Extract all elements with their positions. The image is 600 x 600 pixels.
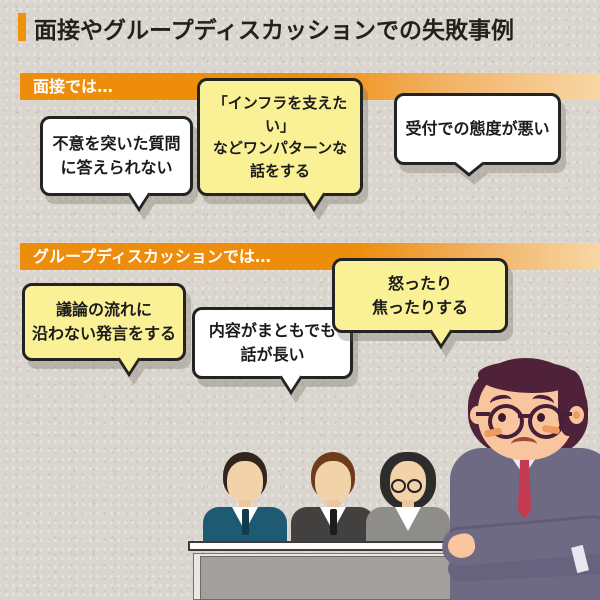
glasses-temple <box>558 412 572 416</box>
glasses-bridge <box>518 414 530 418</box>
candidate-neck <box>327 500 339 509</box>
bubble-text: 怒ったり 焦ったりする <box>371 273 468 317</box>
speech-bubble-angry-flustered: 怒ったり 焦ったりする <box>332 258 508 350</box>
candidate-neck <box>402 500 414 509</box>
candidate-dark-suit <box>288 452 378 547</box>
interviewer-frown-mouth <box>511 437 537 452</box>
panel-desk-front <box>193 553 481 600</box>
candidate-navy-suit <box>200 452 290 547</box>
frowning-interviewer <box>440 352 600 600</box>
speech-bubble-off-topic-remark: 議論の流れに 沿わない発言をする <box>22 283 186 378</box>
candidate-tie <box>330 509 337 535</box>
panel-desk-panel <box>200 556 474 600</box>
bubble-text: 不意を突いた質問 に答えられない <box>52 134 181 177</box>
candidate-face <box>315 461 351 503</box>
banner-group-discussion: グループディスカッションでは… <box>20 243 600 270</box>
glasses-icon <box>407 479 422 493</box>
glasses-temple <box>476 412 490 416</box>
interviewer-eye <box>498 413 506 422</box>
glasses-icon <box>488 404 524 439</box>
candidate-glasses-gray-suit <box>363 452 453 547</box>
interviewer-ear <box>569 406 584 424</box>
bubble-text: 「インフラを支えたい」 などワンパターンな 話をする <box>212 94 348 180</box>
interviewer-tie <box>518 453 531 519</box>
banner-group-discussion-label: グループディスカッションでは… <box>33 247 271 266</box>
candidate-face <box>227 461 263 503</box>
bubble-text: 議論の流れに 沿わない発言をする <box>31 300 176 343</box>
bubble-text: 受付での態度が悪い <box>405 119 550 138</box>
glasses-icon <box>391 479 406 493</box>
speech-bubble-unexpected-question: 不意を突いた質問 に答えられない <box>40 116 193 213</box>
speech-bubble-talk-too-long: 内容がまともでも 話が長い <box>192 307 353 396</box>
bubble-text: 内容がまともでも 話が長い <box>208 321 337 364</box>
candidate-neck <box>239 500 251 509</box>
page-title: 面接やグループディスカッションでの失敗事例 <box>34 18 515 44</box>
interviewer-eye <box>537 413 545 422</box>
title-accent-bar <box>18 13 26 41</box>
banner-interview-label: 面接では… <box>33 77 114 96</box>
speech-bubble-bad-reception-attitude: 受付での態度が悪い <box>394 93 561 177</box>
glasses-icon <box>528 404 564 439</box>
speech-bubble-one-pattern-story: 「インフラを支えたい」 などワンパターンな 話をする <box>197 78 363 213</box>
candidate-tie <box>242 509 249 535</box>
